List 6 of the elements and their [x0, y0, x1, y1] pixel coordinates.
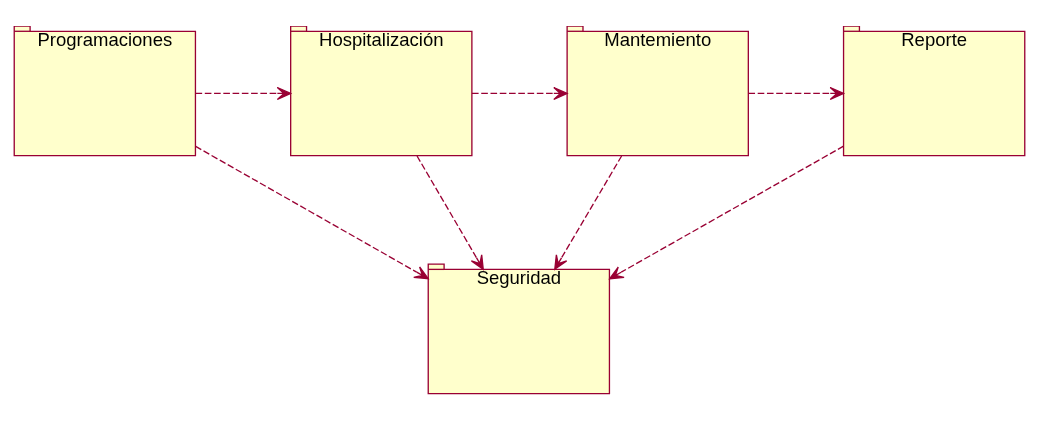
arrow: [609, 145, 845, 280]
arrow: [554, 155, 623, 270]
arrow: [747, 86, 845, 101]
arrow: [194, 86, 292, 101]
arrow: [195, 145, 429, 280]
arrow: [471, 86, 568, 101]
